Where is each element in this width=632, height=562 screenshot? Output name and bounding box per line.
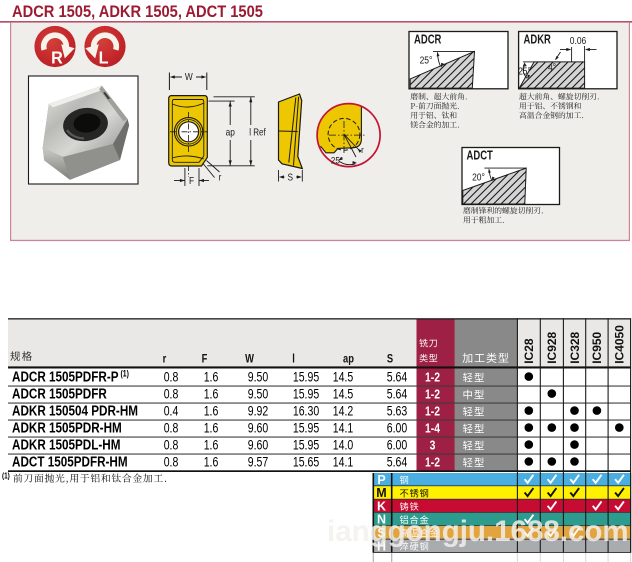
svg-text:1-2: 1-2 <box>425 370 440 384</box>
svg-text:1.6: 1.6 <box>204 454 219 470</box>
svg-text:ADCT: ADCT <box>467 149 493 163</box>
svg-text:9.60: 9.60 <box>248 437 269 453</box>
svg-text:l: l <box>292 352 295 365</box>
svg-text:5.63: 5.63 <box>387 403 408 419</box>
svg-text:9.60: 9.60 <box>248 420 269 436</box>
svg-text:1.6: 1.6 <box>204 420 219 436</box>
svg-text:1-4: 1-4 <box>425 421 440 435</box>
svg-text:1-2: 1-2 <box>425 387 440 401</box>
svg-text:F: F <box>202 352 208 365</box>
svg-text:ap: ap <box>226 127 235 138</box>
svg-text:IC950: IC950 <box>590 331 604 363</box>
svg-text:9.92: 9.92 <box>248 403 269 419</box>
svg-text:3: 3 <box>430 438 436 452</box>
svg-text:W: W <box>185 72 193 83</box>
svg-text:1.6: 1.6 <box>204 369 219 385</box>
svg-text:0.8: 0.8 <box>164 454 179 470</box>
svg-text:S: S <box>387 352 393 365</box>
svg-text:ADKR 1505PDL-HM: ADKR 1505PDL-HM <box>12 436 120 453</box>
svg-text:5.64: 5.64 <box>387 454 408 470</box>
svg-text:20°: 20° <box>472 172 485 183</box>
svg-text:0.06: 0.06 <box>570 35 587 46</box>
svg-text:0.8: 0.8 <box>164 369 179 385</box>
svg-text:14.5: 14.5 <box>333 386 354 402</box>
svg-text:R: R <box>51 48 63 68</box>
svg-text:14.1: 14.1 <box>333 420 354 436</box>
svg-text:ADCR: ADCR <box>414 33 441 47</box>
svg-text:0.8: 0.8 <box>164 420 179 436</box>
svg-text:ADCR 1505, ADKR 1505, ADCT 150: ADCR 1505, ADKR 1505, ADCT 1505 <box>12 3 263 21</box>
svg-text:25°: 25° <box>331 155 343 166</box>
svg-text:l Ref: l Ref <box>249 127 266 138</box>
svg-text:0.8: 0.8 <box>164 437 179 453</box>
svg-text:14.1: 14.1 <box>333 454 354 470</box>
svg-text:IC328: IC328 <box>568 331 582 363</box>
svg-text:S: S <box>377 526 385 540</box>
svg-text:ianggongju.1688.com: ianggongju.1688.com <box>327 515 629 548</box>
svg-text:1.6: 1.6 <box>204 386 219 402</box>
svg-text:14.5: 14.5 <box>333 369 354 385</box>
svg-text:(1): (1) <box>2 471 10 481</box>
svg-text:ADKR 1505PDR-HM: ADKR 1505PDR-HM <box>12 419 122 436</box>
svg-text:15.95: 15.95 <box>293 420 320 436</box>
svg-text:14.0: 14.0 <box>333 437 354 453</box>
svg-text:M: M <box>376 486 386 500</box>
svg-text:1-2: 1-2 <box>425 455 440 469</box>
svg-text:r: r <box>219 172 222 183</box>
svg-text:H: H <box>377 539 386 553</box>
svg-text:15.65: 15.65 <box>293 454 320 470</box>
svg-text:W: W <box>245 352 255 365</box>
svg-text:15.95: 15.95 <box>293 386 320 402</box>
svg-text:0.8: 0.8 <box>164 386 179 402</box>
svg-text:0.4: 0.4 <box>164 403 179 419</box>
svg-text:r: r <box>361 144 364 155</box>
svg-text:15.95: 15.95 <box>293 369 320 385</box>
svg-text:(1): (1) <box>121 368 130 378</box>
svg-text:15.95: 15.95 <box>293 437 320 453</box>
svg-text:IC4050: IC4050 <box>613 325 627 364</box>
svg-text:IC28: IC28 <box>522 338 536 364</box>
svg-text:K: K <box>377 499 386 513</box>
svg-text:25°: 25° <box>518 66 531 77</box>
svg-text:5.64: 5.64 <box>387 386 408 402</box>
svg-text:ADCT 1505PDFR-HM: ADCT 1505PDFR-HM <box>12 453 128 470</box>
svg-text:4°: 4° <box>548 62 556 73</box>
svg-text:6.00: 6.00 <box>387 437 408 453</box>
svg-text:N: N <box>377 513 386 527</box>
svg-text:9.50: 9.50 <box>248 369 269 385</box>
svg-text:6.00: 6.00 <box>387 420 408 436</box>
svg-text:9.50: 9.50 <box>248 386 269 402</box>
svg-text:S: S <box>288 172 294 183</box>
svg-text:L: L <box>99 48 109 68</box>
svg-text:ADCR 1505PDFR-P: ADCR 1505PDFR-P <box>12 368 119 385</box>
svg-text:F: F <box>189 175 194 186</box>
svg-text:16.30: 16.30 <box>293 403 320 419</box>
svg-text:14.2: 14.2 <box>333 403 354 419</box>
svg-text:P: P <box>377 473 385 487</box>
svg-text:ADKR 150504 PDR-HM: ADKR 150504 PDR-HM <box>12 402 138 419</box>
svg-text:1.6: 1.6 <box>204 437 219 453</box>
svg-text:9.57: 9.57 <box>248 454 269 470</box>
svg-text:ADKR: ADKR <box>524 33 551 47</box>
svg-text:ADCR 1505PDFR: ADCR 1505PDFR <box>12 385 107 402</box>
svg-text:1.6: 1.6 <box>204 403 219 419</box>
svg-text:25°: 25° <box>420 55 433 66</box>
svg-text:r: r <box>163 352 167 365</box>
svg-text:5.64: 5.64 <box>387 369 408 385</box>
svg-text:ap: ap <box>343 352 354 365</box>
svg-text:IC928: IC928 <box>545 331 559 363</box>
svg-text:1-2: 1-2 <box>425 404 440 418</box>
